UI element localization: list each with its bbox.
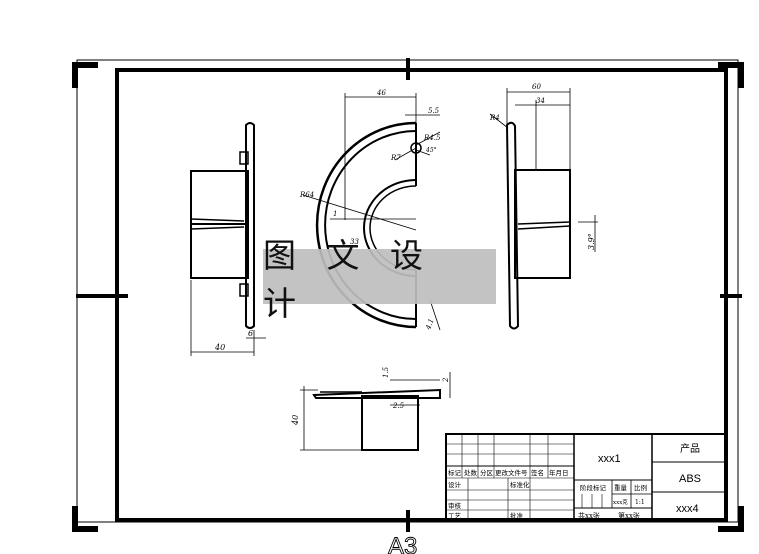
rev-header-doc: 更改文件号 (495, 468, 528, 477)
sheet-format-label: A3 (388, 533, 417, 554)
dim-bottom-25: 2.5 (392, 402, 405, 410)
rev-header-sign: 签名 (531, 468, 544, 477)
bottom-view (300, 372, 451, 451)
sheets-total: 共xx张 (578, 511, 600, 520)
dim-bottom-height: 40 (291, 415, 300, 426)
right-view (489, 88, 598, 330)
dim-gap-1: 1 (333, 210, 337, 218)
dim-left-thickness: 6 (248, 329, 253, 338)
dim-bottom-15: 1.5 (382, 366, 390, 378)
rev-header-date: 年月日 (549, 468, 569, 477)
value-weight: xxx克 (613, 499, 628, 506)
left-view (190, 122, 266, 356)
dim-arc-offset: 5.5 (428, 107, 440, 115)
dim-right-total: 60 (532, 83, 541, 91)
dim-right-angle: 3.9° (587, 233, 596, 250)
drawing-number: xxx4 (676, 503, 699, 515)
part-name: xxx1 (598, 453, 621, 465)
dim-arc-width: 46 (376, 89, 386, 97)
label-standard: 标准化 (510, 480, 530, 489)
rev-header-mark: 标记 (448, 468, 462, 477)
dim-41: 4.1 (424, 317, 436, 331)
sheet-number: 第xx张 (618, 511, 640, 520)
label-design: 设计 (448, 480, 462, 489)
dim-bottom-2: 2 (442, 377, 450, 383)
rev-header-count: 处数 (464, 468, 478, 477)
watermark-banner: 图 文 设 计 (263, 236, 496, 323)
dim-r-outer: R64 (299, 191, 314, 199)
label-stage: 阶段标记 (580, 483, 607, 492)
dim-angle-45: 45° (425, 147, 437, 154)
label-weight: 重量 (614, 484, 628, 492)
centering-marks (76, 58, 742, 532)
dim-r-small: R7 (390, 154, 401, 162)
label-scale: 比例 (634, 483, 647, 492)
dim-33: 33 (350, 238, 359, 246)
material-value: ABS (679, 473, 701, 485)
arc-view (302, 93, 441, 331)
label-process: 工艺 (448, 512, 462, 520)
dim-left-width: 40 (214, 343, 225, 352)
value-scale: 1:1 (635, 499, 645, 506)
label-check: 审核 (448, 501, 462, 510)
rev-headers: 标记 处数 分区 更改文件号 签名 年月日 (448, 468, 569, 477)
dim-r-tip: R4.5 (423, 134, 441, 142)
product-label: 产品 (680, 442, 700, 455)
title-block (445, 433, 727, 521)
dim-right-r: R4 (489, 114, 500, 122)
dim-right-inner: 34 (536, 97, 545, 105)
label-approve: 批准 (510, 511, 524, 520)
corner-marks (72, 62, 744, 532)
rev-header-zone: 分区 (480, 468, 494, 477)
